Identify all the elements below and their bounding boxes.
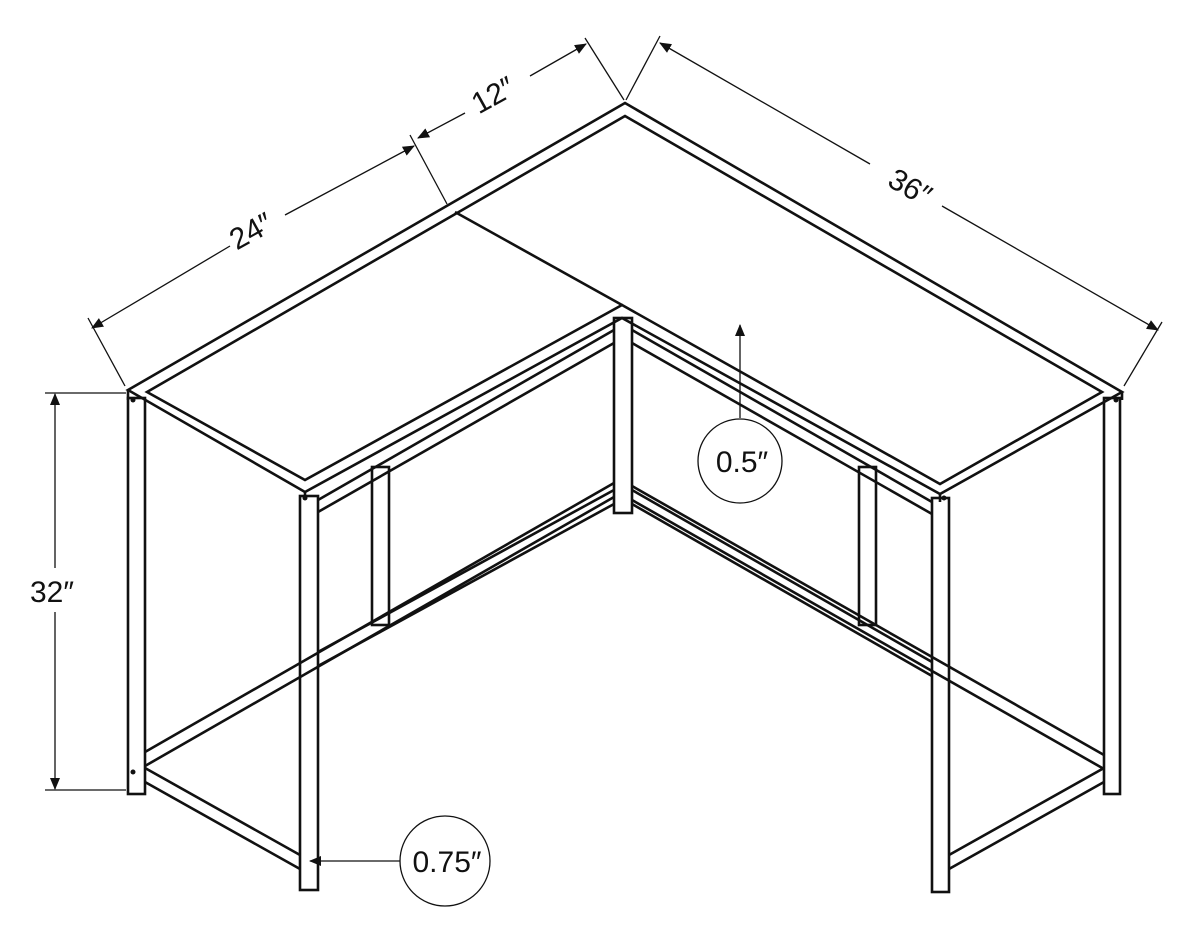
dimension-24: 24″ [224,206,279,256]
top-thickness-callout [697,418,783,504]
leg-thickness-callout [399,815,491,907]
dimension-12: 12″ [466,70,521,120]
dimension-0-75: 0.75″ [412,846,481,879]
dimension-lines [45,35,1163,907]
desk-top [125,101,1125,502]
desk-legs [126,316,1122,894]
dimension-labels: 24″ 12″ 36″ 32″ 0.5″ 0.75″ [30,70,937,879]
dimension-36: 36″ [882,162,937,213]
desk-rails [130,328,1119,871]
dimension-32: 32″ [30,576,74,609]
dimension-0-5: 0.5″ [716,446,769,479]
